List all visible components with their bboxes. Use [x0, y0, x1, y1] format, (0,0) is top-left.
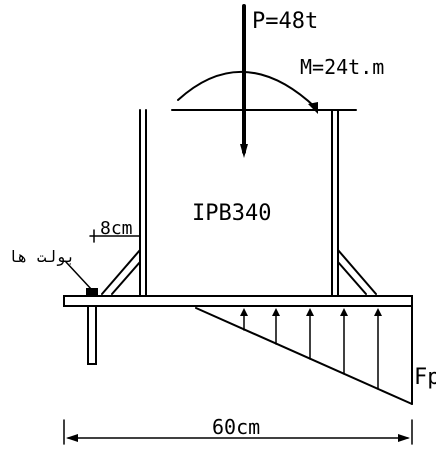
base-plate	[63, 295, 413, 307]
column-left-flange	[139, 109, 147, 299]
moment-label: M=24t.m	[300, 55, 384, 79]
load-label: P=48t	[252, 9, 318, 34]
pressure-diagram	[195, 305, 413, 405]
section-label: IPB340	[192, 201, 271, 226]
column-right-flange	[331, 109, 339, 299]
offset-dimension	[89, 229, 141, 243]
bolts-label: بولت ها	[8, 247, 75, 267]
load-arrow	[240, 4, 248, 158]
bolts-leader	[65, 261, 93, 291]
pressure-label: Fp	[414, 365, 436, 390]
pressure-arrows	[240, 308, 382, 390]
left-stiffener	[101, 249, 141, 295]
width-dimension	[63, 419, 413, 445]
bolt-nut	[86, 288, 98, 296]
offset-label: 8cm	[100, 218, 133, 239]
anchor-bolt	[87, 305, 97, 365]
moment-arrow	[177, 71, 318, 114]
width-label: 60cm	[212, 415, 260, 439]
right-stiffener	[337, 249, 377, 295]
